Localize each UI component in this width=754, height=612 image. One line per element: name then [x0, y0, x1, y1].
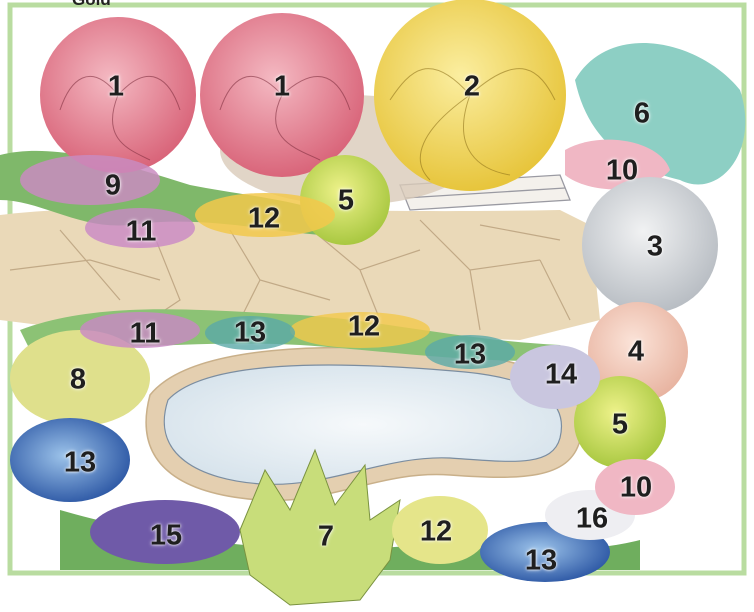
plant-label-13d: 13 — [525, 547, 557, 576]
plant-label-13b: 13 — [234, 319, 266, 348]
plant-label-6: 6 — [634, 100, 650, 129]
plant-label-13c: 13 — [454, 341, 486, 370]
plant-label-12c: 12 — [420, 518, 452, 547]
plant-label-16: 16 — [576, 505, 608, 534]
caption-fragment: Gold — [72, 0, 111, 10]
plant-label-11a: 11 — [126, 218, 157, 247]
plant-label-8: 8 — [70, 366, 86, 395]
plant-label-10a: 10 — [606, 157, 638, 186]
plant-label-9: 9 — [105, 172, 121, 201]
plant-label-10b: 10 — [620, 474, 652, 503]
plant-label-1b: 1 — [274, 73, 290, 102]
plant-label-7: 7 — [318, 523, 334, 552]
plant-label-5b: 5 — [612, 411, 628, 440]
plant-label-3: 3 — [647, 233, 663, 262]
plant-label-5a: 5 — [338, 187, 354, 216]
plant-label-12a: 12 — [248, 205, 280, 234]
plant-label-12b: 12 — [348, 313, 380, 342]
plant-label-13a: 13 — [64, 449, 96, 478]
plant-label-2: 2 — [464, 73, 480, 102]
plant-label-1a: 1 — [108, 73, 124, 102]
pink-groundcover-9 — [20, 155, 160, 205]
plant-label-14: 14 — [545, 361, 577, 390]
plant-label-15: 15 — [150, 522, 182, 551]
plant-label-11b: 11 — [130, 320, 161, 349]
plant-label-4: 4 — [628, 338, 644, 367]
